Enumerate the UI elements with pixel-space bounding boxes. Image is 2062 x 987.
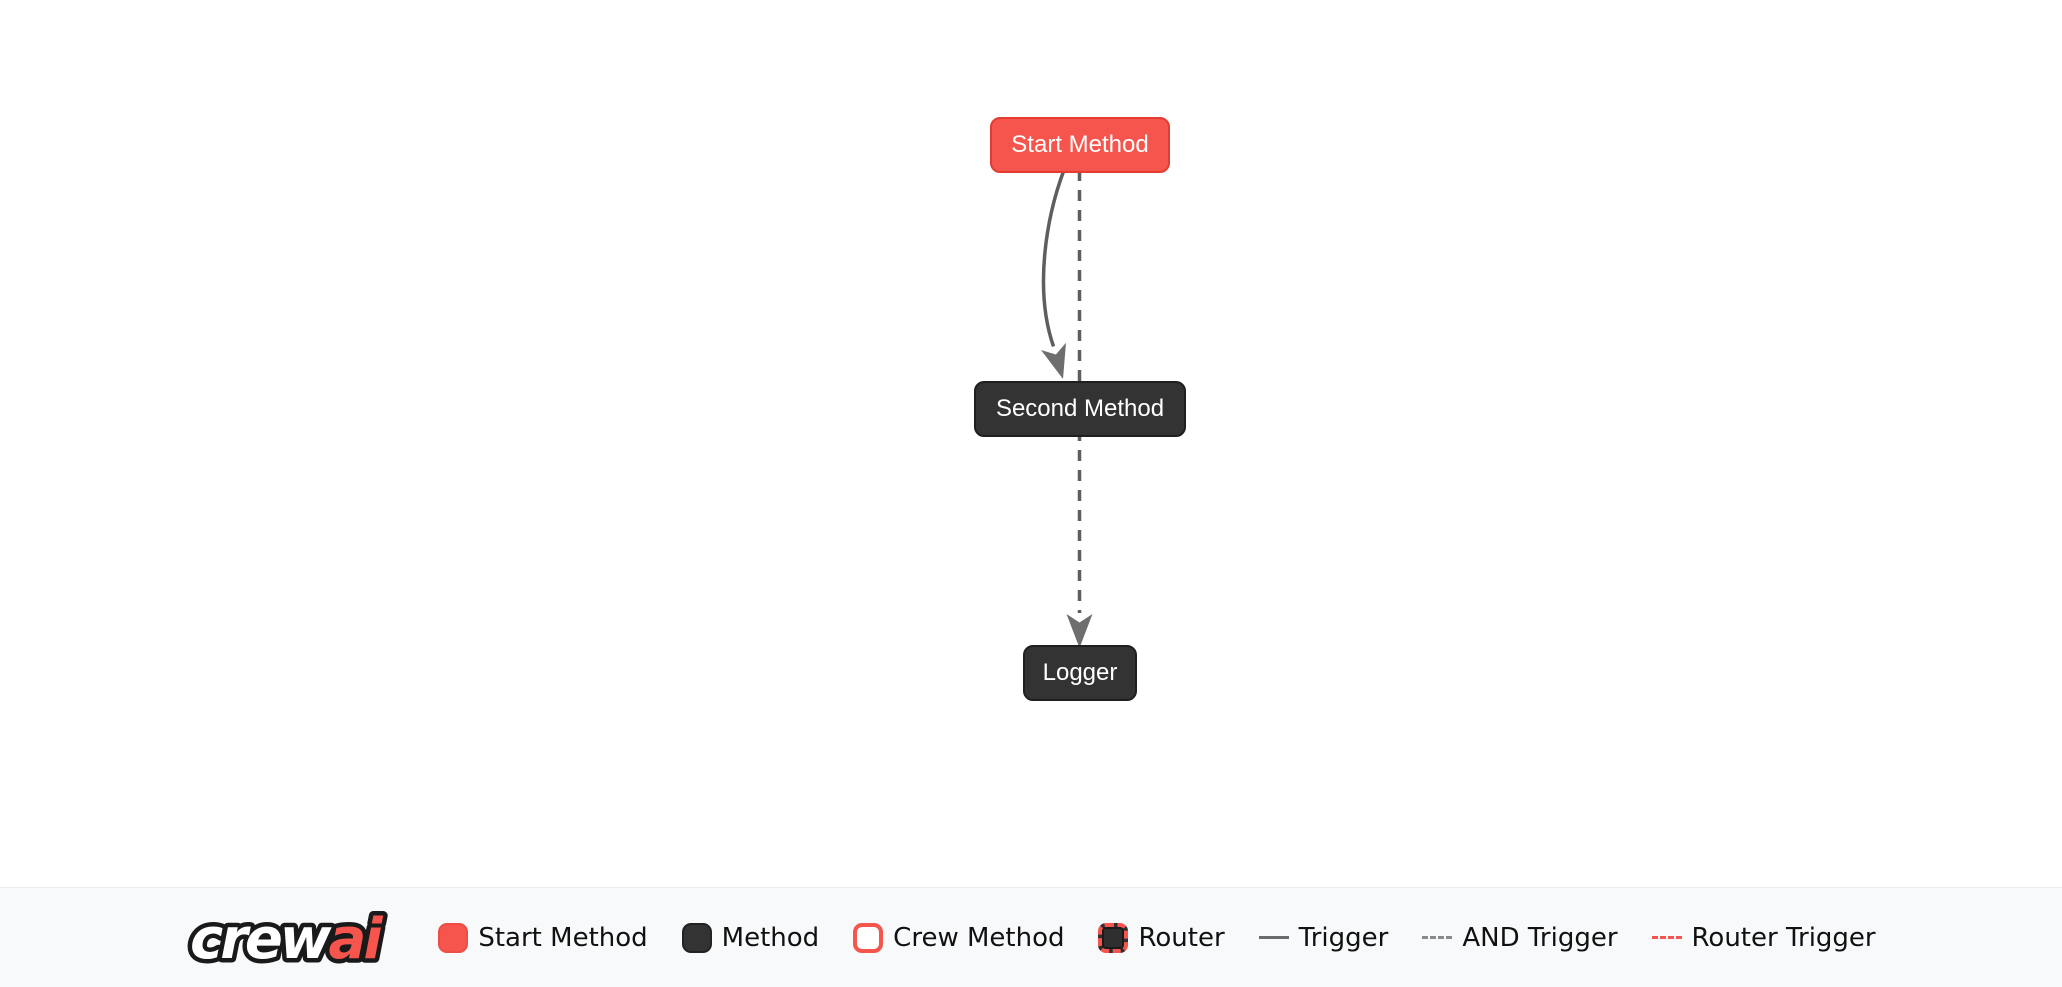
node-second-method[interactable]: Second Method xyxy=(974,381,1186,437)
legend-label: Router xyxy=(1138,922,1225,953)
legend-swatch-router-trigger-line xyxy=(1651,936,1682,939)
legend-swatch-method xyxy=(681,922,712,953)
legend-item-router: Router xyxy=(1098,922,1225,953)
legend-label: Trigger xyxy=(1298,922,1389,953)
legend-label: Router Trigger xyxy=(1691,922,1876,953)
node-label: Logger xyxy=(1042,659,1118,686)
legend-item-crew-method: Crew Method xyxy=(853,922,1065,953)
legend-bar: crewai Start Method Method Crew Method R… xyxy=(0,887,2062,987)
legend-swatch-and-trigger-line xyxy=(1422,936,1453,939)
node-label: Start Method xyxy=(1011,131,1149,158)
node-label: Second Method xyxy=(995,395,1165,422)
crewai-logo: crewai xyxy=(186,902,391,976)
legend-label: Start Method xyxy=(478,922,648,953)
legend-swatch-trigger-line xyxy=(1258,936,1289,939)
legend-item-and-trigger: AND Trigger xyxy=(1422,922,1618,953)
node-start-method[interactable]: Start Method xyxy=(990,117,1170,173)
edge-trigger-line xyxy=(1041,169,1066,347)
legend-item-start-method: Start Method xyxy=(438,922,648,953)
legend-label: AND Trigger xyxy=(1462,922,1618,953)
legend-label: Crew Method xyxy=(893,922,1065,953)
edge-trigger-arrowhead xyxy=(1041,342,1066,379)
legend-swatch-router xyxy=(1098,922,1129,953)
legend-swatch-crew-method xyxy=(853,922,884,953)
legend-label: Method xyxy=(721,922,820,953)
legend-item-trigger: Trigger xyxy=(1258,922,1389,953)
logo-text-ai: ai xyxy=(329,907,384,972)
legend-item-method: Method xyxy=(681,922,820,953)
legend-swatch-start-method xyxy=(438,922,469,953)
flow-canvas[interactable]: Start Method Second Method Logger xyxy=(0,0,2062,887)
svg-text:crewai: crewai xyxy=(190,907,383,972)
legend-item-router-trigger: Router Trigger xyxy=(1651,922,1876,953)
edge-and-trigger-arrowhead xyxy=(1066,614,1093,648)
node-logger[interactable]: Logger xyxy=(1023,645,1137,701)
logo-text-crew: crew xyxy=(190,907,332,972)
